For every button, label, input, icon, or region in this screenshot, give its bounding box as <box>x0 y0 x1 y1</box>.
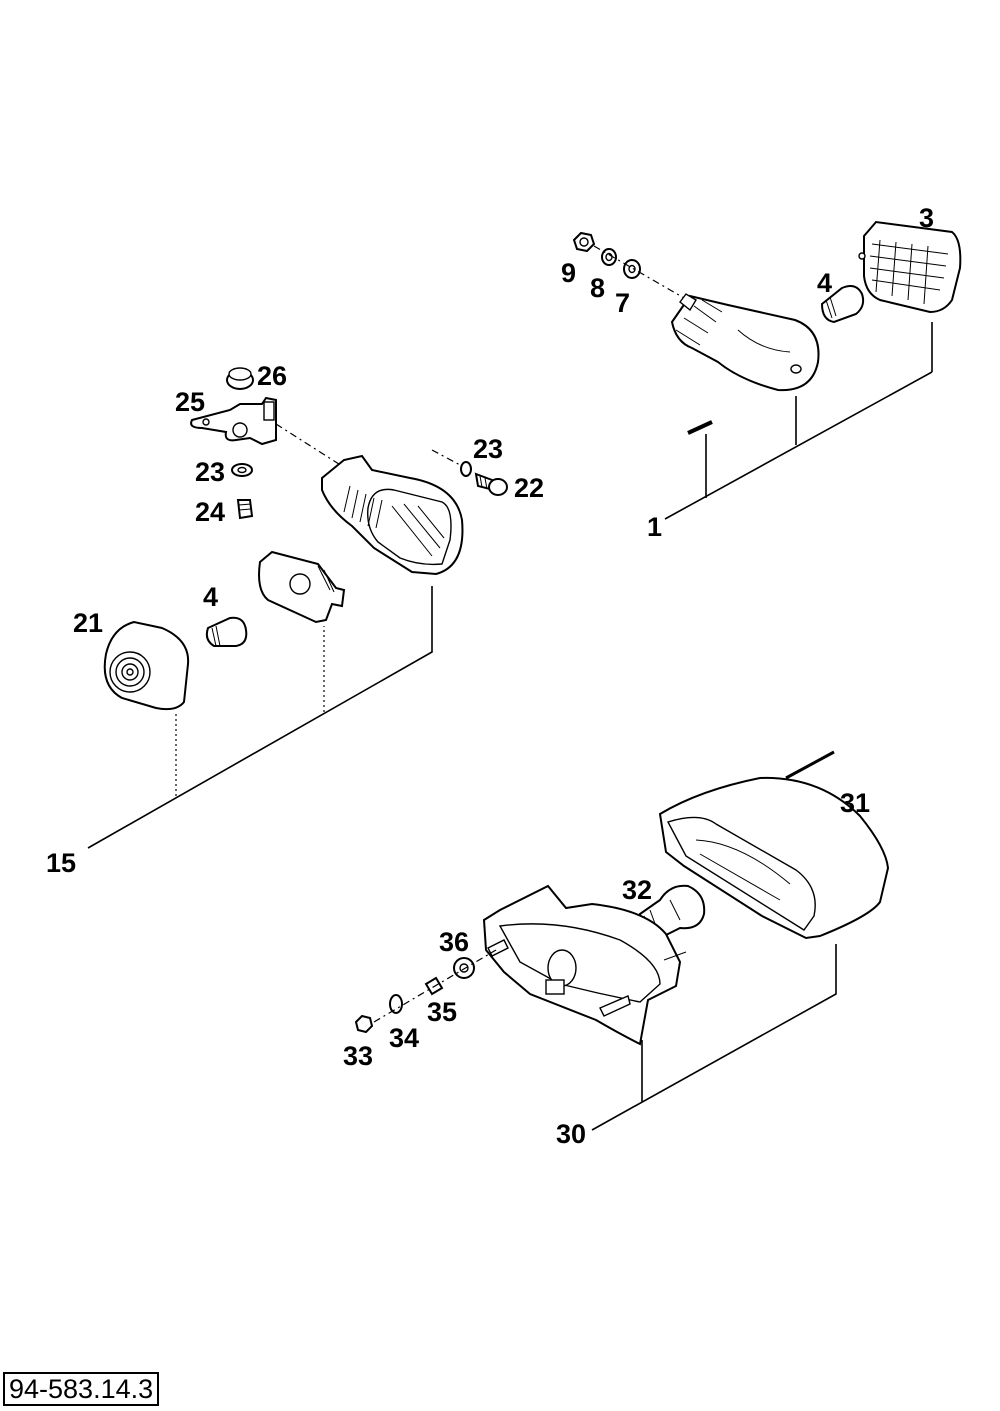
callout-32: 32 <box>622 875 652 905</box>
screw-22 <box>474 472 508 496</box>
callout-21: 21 <box>73 608 103 638</box>
screw-24 <box>236 499 254 520</box>
callout-4-front: 4 <box>817 268 832 298</box>
washer-8 <box>601 248 617 266</box>
assembly-30-tail-light <box>354 750 890 1131</box>
nut-33 <box>354 1014 374 1034</box>
callout-26: 26 <box>257 361 287 391</box>
callout-1: 1 <box>647 512 662 542</box>
assembly-15-rear-indicator <box>87 367 508 849</box>
callout-31: 31 <box>840 788 870 818</box>
callout-34: 34 <box>389 1023 419 1053</box>
assembly-1-front-indicator <box>572 220 962 520</box>
callout-15: 15 <box>46 848 76 878</box>
indicator-lens-3 <box>858 220 962 314</box>
screw-tail-top <box>785 750 835 780</box>
callout-30: 30 <box>556 1119 586 1149</box>
washer-34 <box>389 994 403 1014</box>
washer-23-right <box>460 461 472 477</box>
callout-8: 8 <box>590 273 605 303</box>
tail-light-housing <box>482 884 687 1046</box>
indicator-housing-rear <box>321 454 464 576</box>
spacer-36 <box>453 957 475 979</box>
callout-25: 25 <box>175 387 205 417</box>
callout-9: 9 <box>561 258 576 288</box>
callout-7: 7 <box>615 288 630 318</box>
callout-4-rear: 4 <box>203 582 218 612</box>
tail-lens-31 <box>658 776 890 940</box>
callout-33: 33 <box>343 1041 373 1071</box>
mounting-bracket-25 <box>190 396 277 446</box>
callout-labels: 3 4 9 8 7 1 26 25 23 24 23 22 4 21 15 31… <box>46 203 934 1149</box>
nut-9 <box>572 231 596 253</box>
indicator-lens-21 <box>103 620 190 711</box>
callout-22: 22 <box>514 473 544 503</box>
screw-front <box>687 420 713 435</box>
callout-23-right: 23 <box>473 434 503 464</box>
callout-24: 24 <box>195 497 225 527</box>
drawing-number: 94-583.14.3 <box>3 1372 160 1406</box>
washer-23-left <box>231 463 253 477</box>
indicator-housing-front <box>670 293 820 392</box>
callout-23-left: 23 <box>195 457 225 487</box>
bulb-socket-rear <box>258 550 346 624</box>
bulb-4-rear <box>205 616 248 647</box>
callout-36: 36 <box>439 927 469 957</box>
bulb-4-front <box>820 285 865 324</box>
callout-3: 3 <box>919 203 934 233</box>
callout-35: 35 <box>427 997 457 1027</box>
grommet-26 <box>226 367 254 390</box>
washer-7 <box>623 259 641 279</box>
